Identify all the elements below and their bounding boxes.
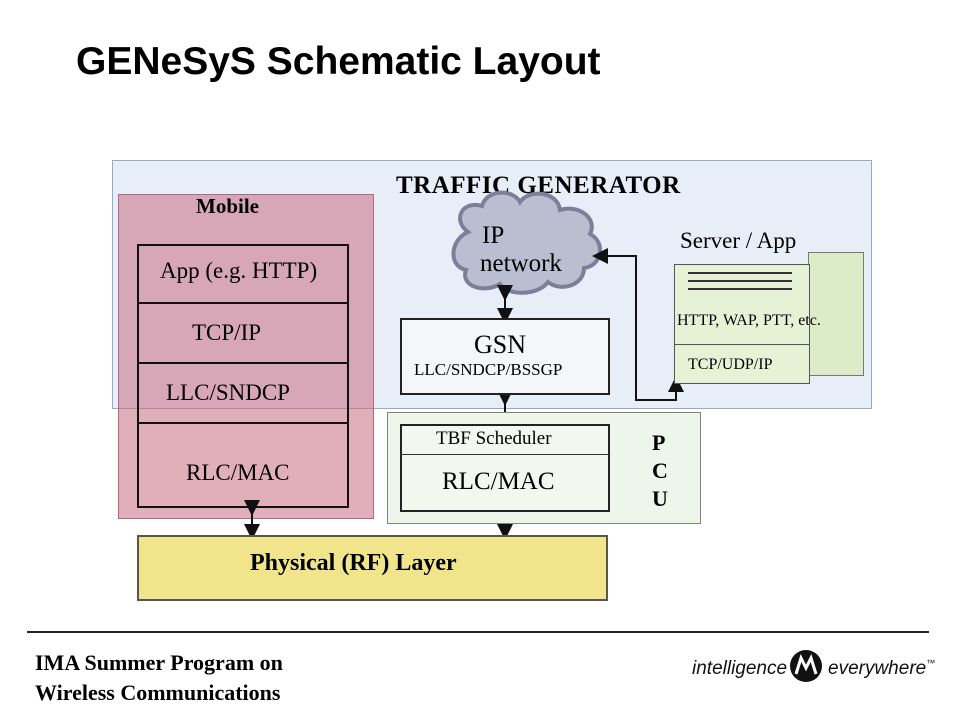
- server-vent: [688, 288, 792, 290]
- stack-divider: [137, 302, 349, 304]
- ip-network-label-line1: IP: [482, 222, 505, 249]
- physical-layer-label: Physical (RF) Layer: [250, 550, 457, 576]
- server-vent: [688, 280, 792, 282]
- stack-divider: [137, 362, 349, 364]
- server-divider: [674, 344, 810, 345]
- footer-line-1: IMA Summer Program on: [35, 650, 283, 675]
- pcu-label-c: C: [652, 458, 668, 483]
- server-protocols-bottom: TCP/UDP/IP: [688, 356, 773, 373]
- trademark-symbol: ™: [926, 658, 936, 668]
- mobile-region: [118, 194, 374, 519]
- server-protocols-top: HTTP, WAP, PTT, etc.: [677, 312, 821, 329]
- motorola-logo-icon: [790, 650, 822, 682]
- mobile-layer-llc-sndcp: LLC/SNDCP: [166, 380, 290, 405]
- server-box: [674, 264, 810, 384]
- mobile-label: Mobile: [196, 194, 259, 218]
- server-side-panel: [808, 252, 864, 376]
- ip-network-label-line2: network: [480, 250, 562, 277]
- gsn-label: GSN: [474, 330, 527, 359]
- gsn-box: [400, 318, 610, 395]
- footer-line-2: Wireless Communications: [35, 680, 281, 705]
- server-label: Server / App: [680, 228, 797, 253]
- server-vent: [688, 272, 792, 274]
- page-title: GENeSyS Schematic Layout: [76, 40, 601, 83]
- brand-text-left: intelligence: [692, 658, 788, 679]
- mobile-protocol-stack: [137, 244, 349, 508]
- pcu-label-u: U: [652, 486, 668, 511]
- pcu-stack-box: [400, 424, 610, 512]
- mobile-layer-app: App (e.g. HTTP): [160, 258, 318, 283]
- pcu-label-p: P: [652, 430, 666, 455]
- footer-divider: [27, 631, 929, 633]
- stack-divider: [137, 422, 349, 424]
- pcu-rlc-mac-label: RLC/MAC: [442, 468, 555, 495]
- brand-right-word: everywhere: [828, 658, 927, 679]
- pcu-divider: [400, 454, 610, 455]
- physical-layer-box: [137, 535, 608, 601]
- tbf-scheduler-label: TBF Scheduler: [436, 428, 552, 449]
- footer-caption: IMA Summer Program on Wireless Communica…: [35, 648, 283, 708]
- mobile-layer-tcpip: TCP/IP: [192, 320, 262, 345]
- mobile-layer-rlc-mac: RLC/MAC: [186, 460, 290, 485]
- brand-text-right: everywhere™: [828, 658, 935, 680]
- gsn-sublabel: LLC/SNDCP/BSSGP: [414, 360, 563, 379]
